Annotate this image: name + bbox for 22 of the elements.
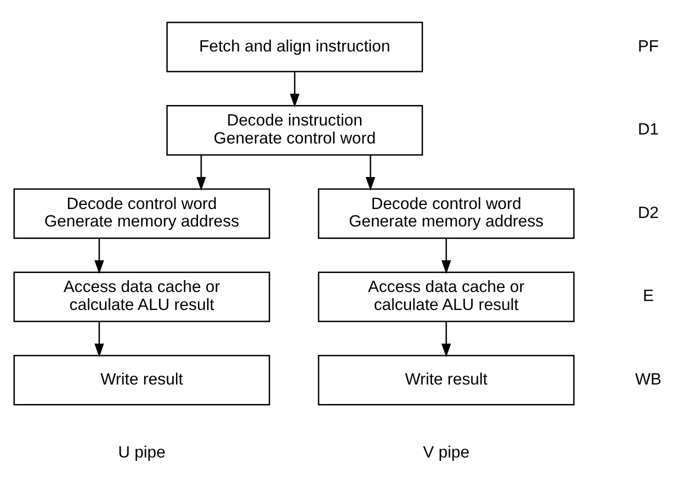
label: WB: [635, 370, 662, 388]
label: D2: [638, 204, 659, 222]
arrow: [290, 72, 300, 108]
arrow: [94, 322, 104, 358]
node-box: Decode control word Generate memory address: [13, 188, 270, 239]
arrow: [441, 238, 452, 274]
arrow: [441, 322, 452, 358]
arrow: [196, 155, 206, 191]
node-box: Access data cache or calculate ALU result: [13, 272, 270, 322]
node-box: Write result: [13, 354, 270, 406]
label: PF: [638, 37, 659, 56]
node-box: Fetch and align instruction: [166, 22, 424, 72]
node-box: Access data cache or calculate ALU result: [318, 272, 575, 322]
node-label: U pipe: [118, 443, 166, 462]
arrow: [94, 238, 104, 274]
node-box: Write result: [318, 354, 575, 406]
node-box: Decode control word Generate memory address: [318, 188, 575, 239]
label: E: [642, 287, 654, 306]
arrow: [366, 155, 376, 191]
label: D1: [638, 120, 659, 139]
node-box: Decode instruction Generate control word: [166, 105, 424, 156]
node-label: V pipe: [423, 443, 470, 462]
